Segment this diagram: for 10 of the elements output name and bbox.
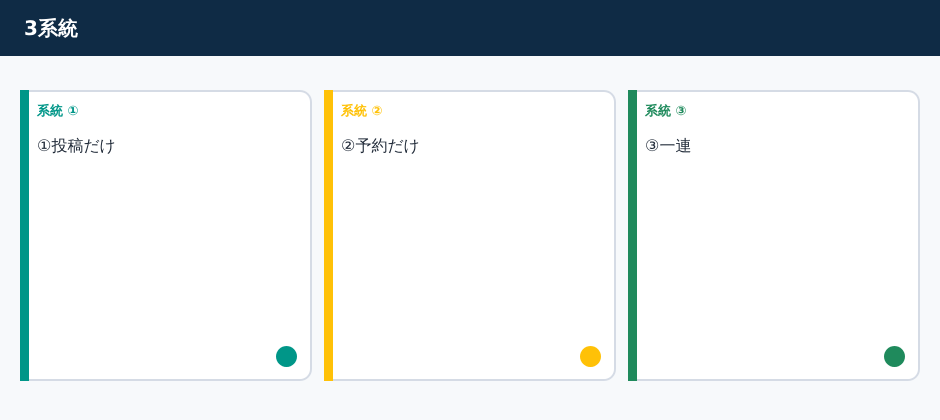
card-heading: 系統 ②	[341, 103, 384, 121]
system-card	[20, 90, 312, 381]
system-card	[628, 90, 920, 381]
card-text: ③一連	[645, 135, 692, 157]
card-text: ②予約だけ	[341, 135, 420, 157]
system-card	[324, 90, 616, 381]
card-heading: 系統 ①	[37, 103, 80, 121]
card-text: ①投稿だけ	[37, 135, 116, 157]
card-heading: 系統 ③	[645, 103, 688, 121]
page-title: 3系統	[24, 15, 78, 42]
